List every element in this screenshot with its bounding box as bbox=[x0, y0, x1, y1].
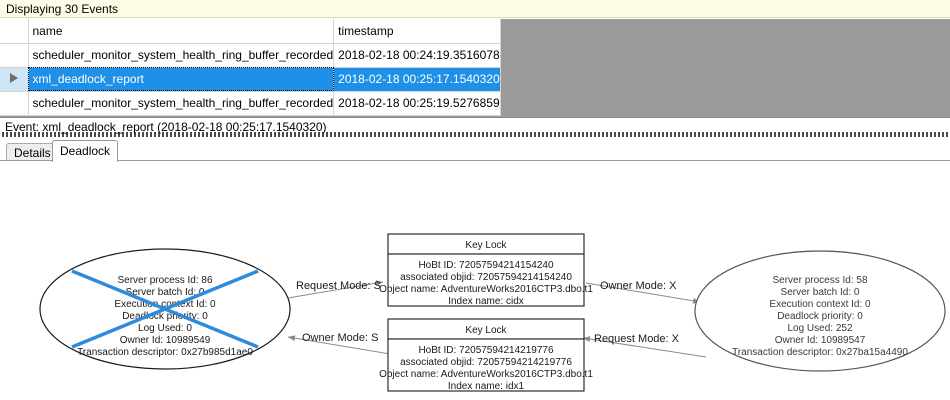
key-lock-top-title: Key Lock bbox=[465, 240, 507, 251]
key-lock-bottom-title: Key Lock bbox=[465, 325, 507, 336]
key-lock-top-line-2: Object name: AdventureWorks2016CTP3.dbo.… bbox=[379, 284, 593, 295]
row-selector-cell[interactable] bbox=[0, 67, 29, 92]
events-banner: Displaying 30 Events bbox=[0, 0, 950, 18]
edge-left-request-label: Request Mode: S bbox=[296, 280, 381, 292]
row-timestamp-cell[interactable]: 2018-02-18 00:25:19.5276859 bbox=[333, 91, 501, 116]
process-right-line-6: Transaction descriptor: 0x27ba15a4490 bbox=[732, 347, 908, 358]
row-selector-arrow-icon bbox=[9, 73, 18, 83]
process-left-line-1: Server batch Id: 0 bbox=[126, 287, 205, 298]
edge-left-request: Request Mode: S bbox=[269, 280, 384, 302]
process-right-line-1: Server batch Id: 0 bbox=[781, 287, 860, 298]
row-name-cell[interactable]: scheduler_monitor_system_health_ring_buf… bbox=[28, 43, 335, 68]
tab-deadlock[interactable]: Deadlock bbox=[52, 140, 119, 162]
selected-event-title: Event: xml_deadlock_report (2018-02-18 0… bbox=[5, 120, 327, 134]
key-lock-bottom-line-2: Object name: AdventureWorks2016CTP3.dbo.… bbox=[379, 369, 593, 380]
edge-right-request: Request Mode: X bbox=[582, 333, 707, 358]
grid-header-selector bbox=[0, 19, 29, 44]
process-right-line-3: Deadlock priority: 0 bbox=[777, 311, 863, 322]
events-grid[interactable]: name timestamp scheduler_monitor_system_… bbox=[0, 19, 501, 116]
tabstrip: Details Deadlock bbox=[0, 140, 950, 162]
process-left-line-2: Execution context Id: 0 bbox=[114, 299, 216, 310]
process-right-line-4: Log Used: 252 bbox=[787, 323, 852, 334]
process-right-line-0: Server process Id: 58 bbox=[772, 275, 867, 286]
row-selector-cell[interactable] bbox=[0, 91, 29, 116]
key-lock-bottom[interactable]: Key Lock HoBt ID: 72057594214219776 asso… bbox=[379, 318, 593, 392]
edge-left-owner-label: Owner Mode: S bbox=[302, 332, 378, 344]
table-row[interactable]: scheduler_monitor_system_health_ring_buf… bbox=[0, 43, 501, 68]
grid-header-name[interactable]: name bbox=[28, 19, 335, 44]
key-lock-bottom-line-0: HoBt ID: 72057594214219776 bbox=[418, 345, 554, 356]
process-left-line-5: Owner Id: 10989549 bbox=[120, 335, 211, 346]
events-banner-text: Displaying 30 Events bbox=[6, 2, 119, 16]
process-right-line-5: Owner Id: 10989547 bbox=[775, 335, 866, 346]
key-lock-top-line-0: HoBt ID: 72057594214154240 bbox=[418, 260, 554, 271]
grid-horizontal-scrollbar[interactable] bbox=[0, 132, 950, 137]
grid-header-timestamp[interactable]: timestamp bbox=[333, 19, 501, 44]
process-left-line-3: Deadlock priority: 0 bbox=[122, 311, 208, 322]
row-name-cell[interactable]: scheduler_monitor_system_health_ring_buf… bbox=[28, 91, 335, 116]
key-lock-bottom-line-1: associated objid: 72057594214219776 bbox=[400, 357, 572, 368]
process-node-right[interactable]: Server process Id: 58 Server batch Id: 0… bbox=[694, 250, 946, 372]
key-lock-top-line-1: associated objid: 72057594214154240 bbox=[400, 272, 572, 283]
deadlock-graph-panel[interactable]: Request Mode: S Owner Mode: S Owner Mode… bbox=[0, 160, 950, 400]
table-row[interactable]: scheduler_monitor_system_health_ring_buf… bbox=[0, 91, 501, 116]
deadlock-victim-cross-icon bbox=[71, 269, 259, 349]
events-grid-header-row: name timestamp bbox=[0, 19, 501, 44]
key-lock-bottom-line-3: Index name: idx1 bbox=[448, 381, 525, 392]
row-selector-cell[interactable] bbox=[0, 43, 29, 68]
table-row[interactable]: xml_deadlock_report 2018-02-18 00:25:17.… bbox=[0, 67, 501, 92]
key-lock-top-line-3: Index name: cidx bbox=[448, 296, 524, 307]
row-timestamp-cell[interactable]: 2018-02-18 00:25:17.1540320 bbox=[333, 67, 501, 92]
row-name-cell[interactable]: xml_deadlock_report bbox=[28, 67, 335, 92]
deadlock-graph-svg: Request Mode: S Owner Mode: S Owner Mode… bbox=[39, 233, 946, 392]
process-left-line-4: Log Used: 0 bbox=[138, 323, 192, 334]
tab-details[interactable]: Details bbox=[6, 143, 59, 161]
process-node-left[interactable]: Server process Id: 86 Server batch Id: 0… bbox=[39, 248, 291, 370]
process-left-line-6: Transaction descriptor: 0x27b985d1ae0 bbox=[77, 347, 253, 358]
edge-right-owner: Owner Mode: X bbox=[585, 280, 701, 304]
process-left-line-0: Server process Id: 86 bbox=[117, 275, 212, 286]
process-right-line-2: Execution context Id: 0 bbox=[769, 299, 871, 310]
edge-left-owner: Owner Mode: S bbox=[287, 332, 391, 355]
edge-right-request-label: Request Mode: X bbox=[594, 333, 680, 345]
events-grid-container[interactable]: name timestamp scheduler_monitor_system_… bbox=[0, 19, 950, 137]
edge-right-owner-label: Owner Mode: X bbox=[600, 280, 677, 292]
key-lock-top[interactable]: Key Lock HoBt ID: 72057594214154240 asso… bbox=[379, 233, 593, 307]
row-timestamp-cell[interactable]: 2018-02-18 00:24:19.3516078 bbox=[333, 43, 501, 68]
